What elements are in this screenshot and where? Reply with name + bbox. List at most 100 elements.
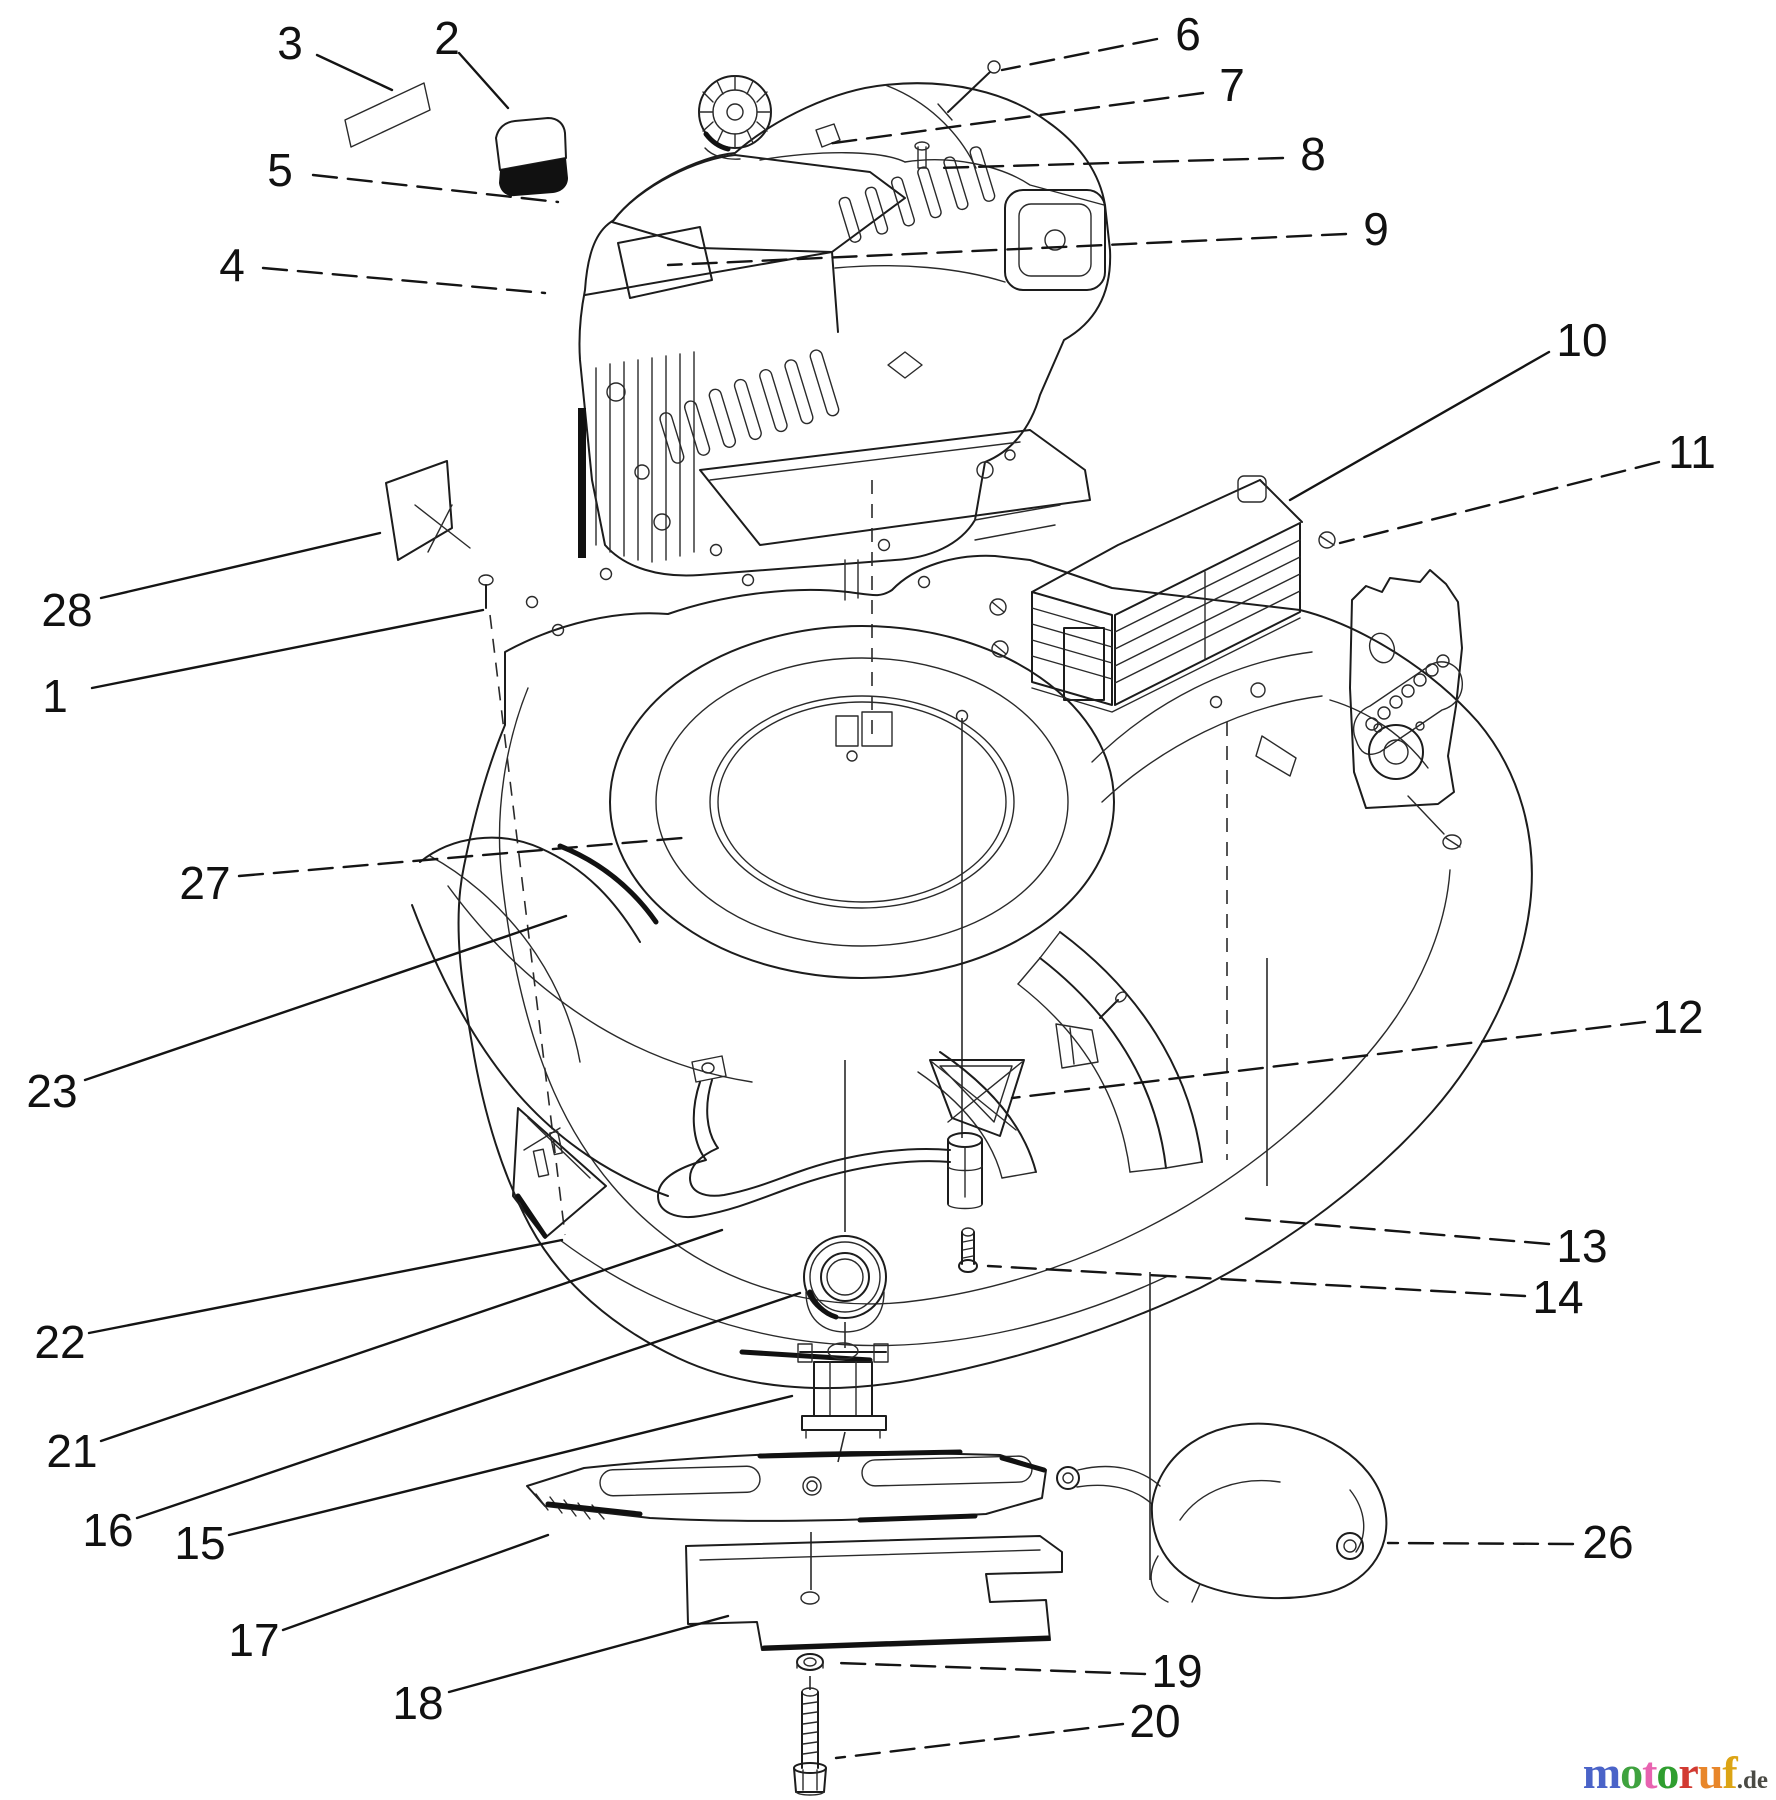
callout-leader-22 <box>87 1238 564 1335</box>
callout-11: 11 <box>1338 426 1716 545</box>
watermark-suffix: .de <box>1736 1767 1768 1794</box>
washer-nut <box>796 1653 824 1671</box>
callout-leader-10 <box>1288 350 1551 502</box>
callout-leader-15 <box>227 1394 794 1537</box>
callout-leader-23 <box>83 914 568 1082</box>
deflector-bracket <box>1055 991 1127 1069</box>
callout-leader-7 <box>824 91 1205 146</box>
callout-number-2: 2 <box>434 12 460 64</box>
callout-leader-8 <box>936 156 1285 170</box>
callout-17: 17 <box>228 1533 550 1666</box>
callout-leader-3 <box>315 53 394 92</box>
blade-bolt <box>793 1687 827 1796</box>
callout-number-23: 23 <box>26 1065 77 1117</box>
callout-6: 6 <box>1000 8 1201 72</box>
callout-26: 26 <box>1386 1516 1634 1568</box>
callout-20: 20 <box>834 1695 1181 1760</box>
cooling-slots-mid <box>659 349 840 464</box>
callout-19: 19 <box>836 1645 1203 1697</box>
side-plate-screw <box>1442 834 1462 850</box>
callout-number-13: 13 <box>1556 1220 1607 1272</box>
callout-23: 23 <box>26 914 568 1117</box>
callout-number-4: 4 <box>219 239 245 291</box>
brake-rod <box>657 1055 983 1218</box>
deck-bolt <box>478 574 494 609</box>
watermark-logo[interactable]: motoruf.de <box>1583 1750 1768 1796</box>
callout-number-18: 18 <box>392 1677 443 1729</box>
grille-screw-right <box>1318 531 1336 549</box>
callout-8: 8 <box>936 128 1326 180</box>
callout-7: 7 <box>824 59 1245 146</box>
sticker-3 <box>344 82 431 148</box>
callout-number-14: 14 <box>1532 1271 1583 1323</box>
engine-assembly <box>578 60 1112 601</box>
blade <box>526 1449 1047 1523</box>
dipstick-rod <box>937 60 1001 121</box>
callout-10: 10 <box>1288 314 1608 502</box>
callout-number-12: 12 <box>1652 991 1703 1043</box>
callout-number-22: 22 <box>34 1316 85 1368</box>
callout-18: 18 <box>392 1614 730 1729</box>
callout-number-15: 15 <box>174 1517 225 1569</box>
callout-leader-16 <box>135 1291 802 1520</box>
callout-number-16: 16 <box>82 1504 133 1556</box>
callout-leader-6 <box>1000 37 1159 72</box>
grille-panel <box>989 475 1336 713</box>
tank-label-plate <box>617 226 713 299</box>
fuel-cap <box>698 75 772 160</box>
callout-leader-14 <box>986 1264 1527 1298</box>
sticker-28 <box>385 460 471 561</box>
callout-leader-26 <box>1386 1541 1575 1546</box>
blade-stiffener <box>685 1535 1063 1651</box>
blade-driver <box>797 1342 889 1439</box>
callout-27: 27 <box>179 836 684 909</box>
callout-9: 9 <box>666 203 1389 267</box>
engine-bolt <box>914 141 930 169</box>
front-skirt <box>411 836 753 1197</box>
callout-number-19: 19 <box>1151 1645 1202 1697</box>
spark-plug-area <box>815 123 841 148</box>
callout-number-1: 1 <box>42 670 68 722</box>
watermark-letter: t <box>1642 1747 1657 1798</box>
callout-21: 21 <box>46 1228 724 1477</box>
callout-number-20: 20 <box>1129 1695 1180 1747</box>
watermark-letter: o <box>1620 1747 1643 1798</box>
watermark-letter: r <box>1678 1747 1698 1798</box>
rod-cylinder <box>947 1132 983 1210</box>
callout-16: 16 <box>82 1291 802 1556</box>
callout-12: 12 <box>1010 991 1704 1100</box>
watermark-wordmark: motoruf <box>1582 1747 1738 1798</box>
short-bolt <box>958 1227 978 1273</box>
callout-15: 15 <box>174 1394 794 1569</box>
callout-leader-21 <box>99 1228 724 1443</box>
muffler <box>1004 189 1106 291</box>
callout-leader-13 <box>1238 1216 1551 1246</box>
callout-number-21: 21 <box>46 1425 97 1477</box>
callout-leader-5 <box>311 173 560 204</box>
watermark-letter: m <box>1582 1747 1621 1798</box>
callout-number-8: 8 <box>1300 128 1326 180</box>
callout-number-6: 6 <box>1175 8 1201 60</box>
callout-leader-20 <box>834 1722 1125 1760</box>
callout-layer: 1234567891011121314151617181920212223262… <box>26 8 1716 1760</box>
belt-cover <box>1056 1422 1388 1603</box>
deck-holes <box>525 538 1266 723</box>
engine-outline <box>578 82 1112 577</box>
callout-leader-19 <box>836 1661 1147 1676</box>
callout-leader-2 <box>457 51 510 110</box>
callout-5: 5 <box>267 144 560 204</box>
callout-14: 14 <box>986 1264 1584 1323</box>
anchor-wedge <box>512 1107 607 1239</box>
callout-number-7: 7 <box>1219 59 1245 111</box>
grille-screw <box>989 598 1009 658</box>
callout-leader-4 <box>261 266 547 295</box>
bearing <box>803 1235 887 1333</box>
callout-number-26: 26 <box>1582 1516 1633 1568</box>
callout-number-11: 11 <box>1668 426 1716 478</box>
callout-leader-27 <box>237 836 684 878</box>
deflector-wedge <box>929 1059 1025 1137</box>
side-plate <box>1349 569 1463 850</box>
callout-leader-28 <box>99 531 382 600</box>
